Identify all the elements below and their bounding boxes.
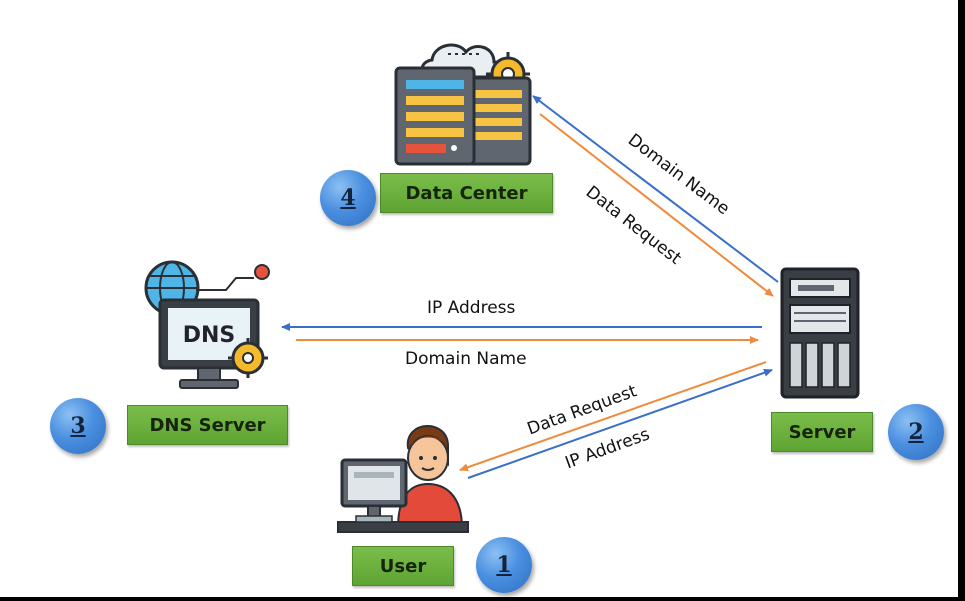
user-label: User — [352, 546, 454, 586]
badge-4: 4 — [320, 170, 376, 226]
svg-text:DNS: DNS — [183, 323, 236, 348]
dns-server-label: DNS Server — [127, 405, 288, 445]
badge-1: 1 — [476, 537, 532, 593]
arrow-label-dns-to-server: Domain Name — [405, 349, 527, 369]
badge-3: 3 — [50, 398, 106, 454]
user-at-computer-icon — [337, 425, 469, 533]
arrow-label-server-to-dns: IP Address — [427, 298, 516, 318]
data-center-label: Data Center — [380, 173, 553, 213]
server-label: Server — [771, 412, 873, 452]
badge-2: 2 — [888, 404, 944, 460]
dns-monitor-icon: DNS — [144, 260, 270, 389]
arrow-server-to-datacenter — [532, 95, 779, 283]
arrow-user-to-server — [467, 368, 773, 479]
arrow-server-to-user — [459, 361, 767, 472]
data-center-icon — [394, 43, 532, 166]
server-tower-icon — [780, 267, 860, 399]
arrow-datacenter-to-server — [539, 113, 774, 297]
